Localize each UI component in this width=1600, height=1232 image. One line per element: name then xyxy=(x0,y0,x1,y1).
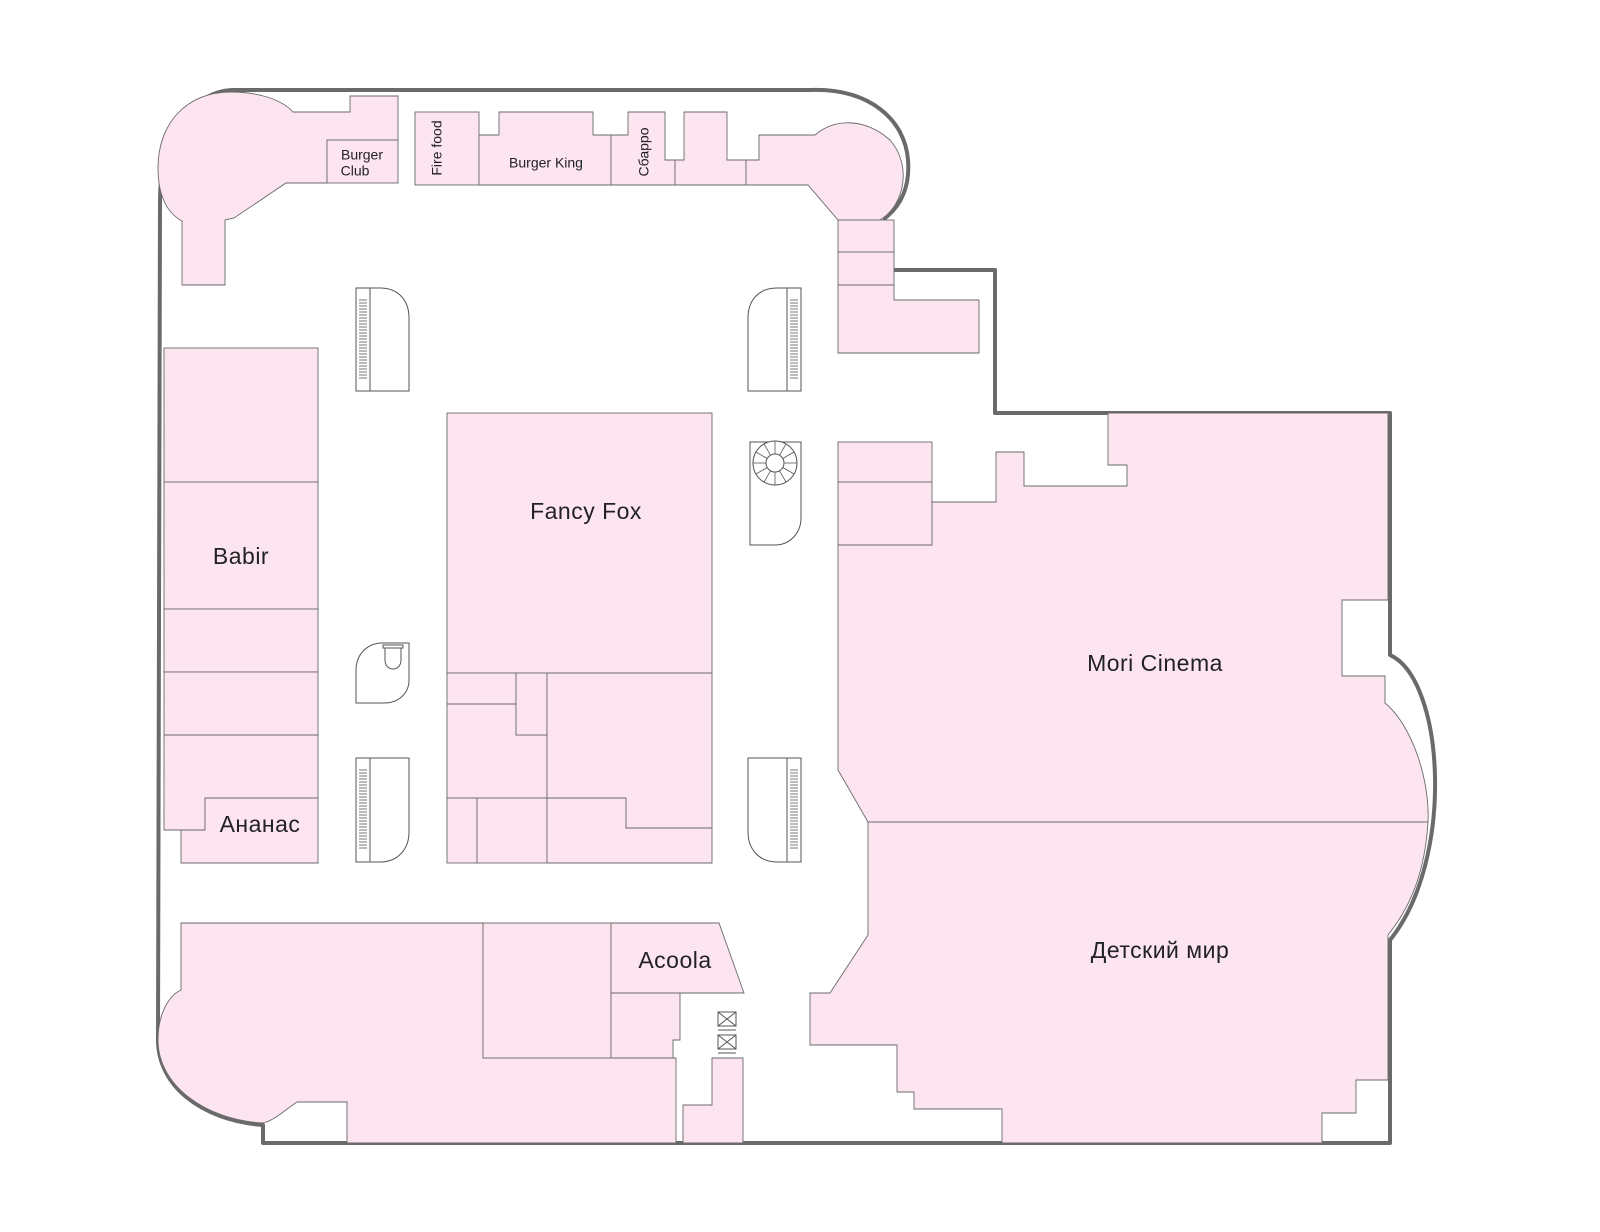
store-center-7[interactable] xyxy=(546,797,713,864)
escalator-icon xyxy=(355,287,410,392)
store-fancy-fox[interactable] xyxy=(446,412,713,674)
store-right-small-1[interactable] xyxy=(837,441,933,483)
store-right-small-2[interactable] xyxy=(837,481,933,546)
store-bottom-mid[interactable] xyxy=(482,922,612,1059)
escalator-icon xyxy=(355,757,410,863)
store-ananas[interactable] xyxy=(180,797,319,864)
store-burger-club[interactable] xyxy=(326,139,399,184)
store-left-4[interactable] xyxy=(163,671,319,736)
store-left-1[interactable] xyxy=(163,347,319,483)
store-center-5[interactable] xyxy=(446,797,478,864)
store-burger-king[interactable] xyxy=(478,111,612,186)
store-right-corridor-2[interactable] xyxy=(837,251,895,286)
elevator-icon xyxy=(717,1011,737,1054)
store-right-corridor-1[interactable] xyxy=(837,219,895,253)
store-center-3[interactable] xyxy=(515,672,548,736)
store-top-unit-a[interactable] xyxy=(674,111,747,186)
store-babir[interactable] xyxy=(163,481,319,610)
escalator-icon xyxy=(747,287,802,392)
store-sbarro[interactable] xyxy=(610,111,676,186)
store-bottom-narrow[interactable] xyxy=(610,992,681,1059)
store-acoola[interactable] xyxy=(610,922,745,994)
store-center-1[interactable] xyxy=(446,672,517,705)
store-bottom-left-big[interactable] xyxy=(157,922,677,1144)
store-bottom-corridor[interactable] xyxy=(682,1057,744,1144)
store-detsky-mir[interactable] xyxy=(809,821,1429,1144)
toilet-icon xyxy=(355,642,410,704)
store-center-6[interactable] xyxy=(476,797,548,864)
store-top-left-round[interactable] xyxy=(157,91,399,286)
spiral-staircase-icon xyxy=(749,440,802,546)
store-left-3[interactable] xyxy=(163,608,319,673)
store-fire-food[interactable] xyxy=(414,111,480,186)
escalator-icon xyxy=(747,757,802,863)
store-right-corridor-3[interactable] xyxy=(837,284,980,354)
